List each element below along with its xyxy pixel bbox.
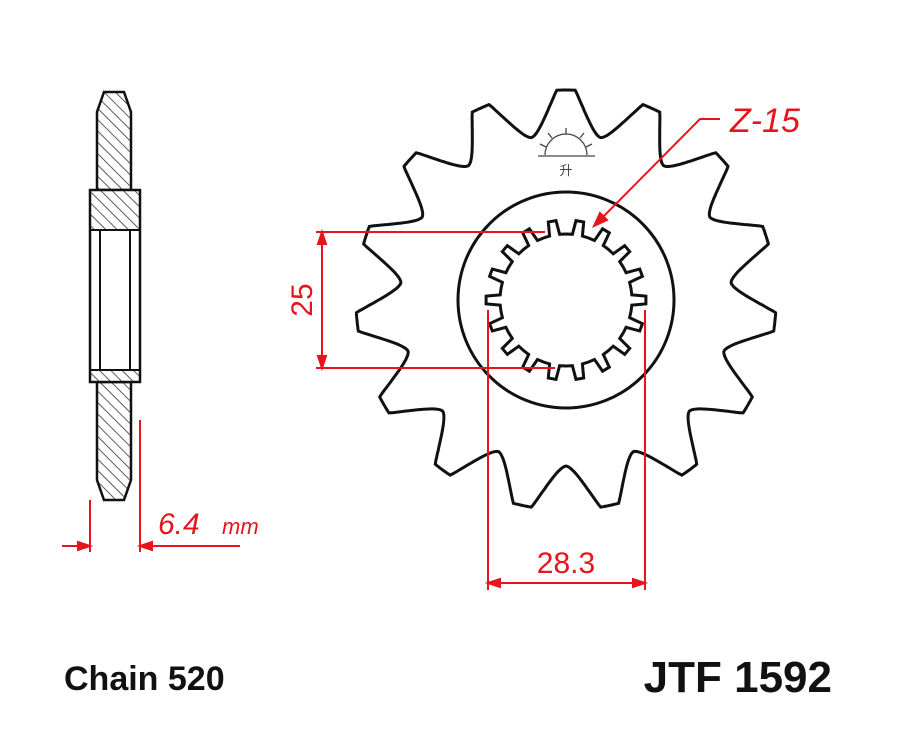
tooth-count-label: Z-15 [729,102,800,140]
sunrise-logo-icon: 升 [538,128,595,179]
inner-diameter-label: 25 [286,283,319,316]
thickness-label: 6.4 [158,508,200,541]
spline-outline [484,218,648,382]
hub-circle [456,190,676,410]
chain-label: Chain 520 [64,660,225,698]
svg-text:升: 升 [559,164,572,179]
front-view: 升 [354,88,778,509]
sprocket-outline [354,88,778,509]
dimensions [62,118,720,590]
part-number-label: JTF 1592 [644,653,832,702]
side-view [88,90,142,502]
spline-width-label: 28.3 [537,547,595,580]
side-hatch-band [89,189,141,383]
thickness-unit-label: mm [222,514,259,539]
